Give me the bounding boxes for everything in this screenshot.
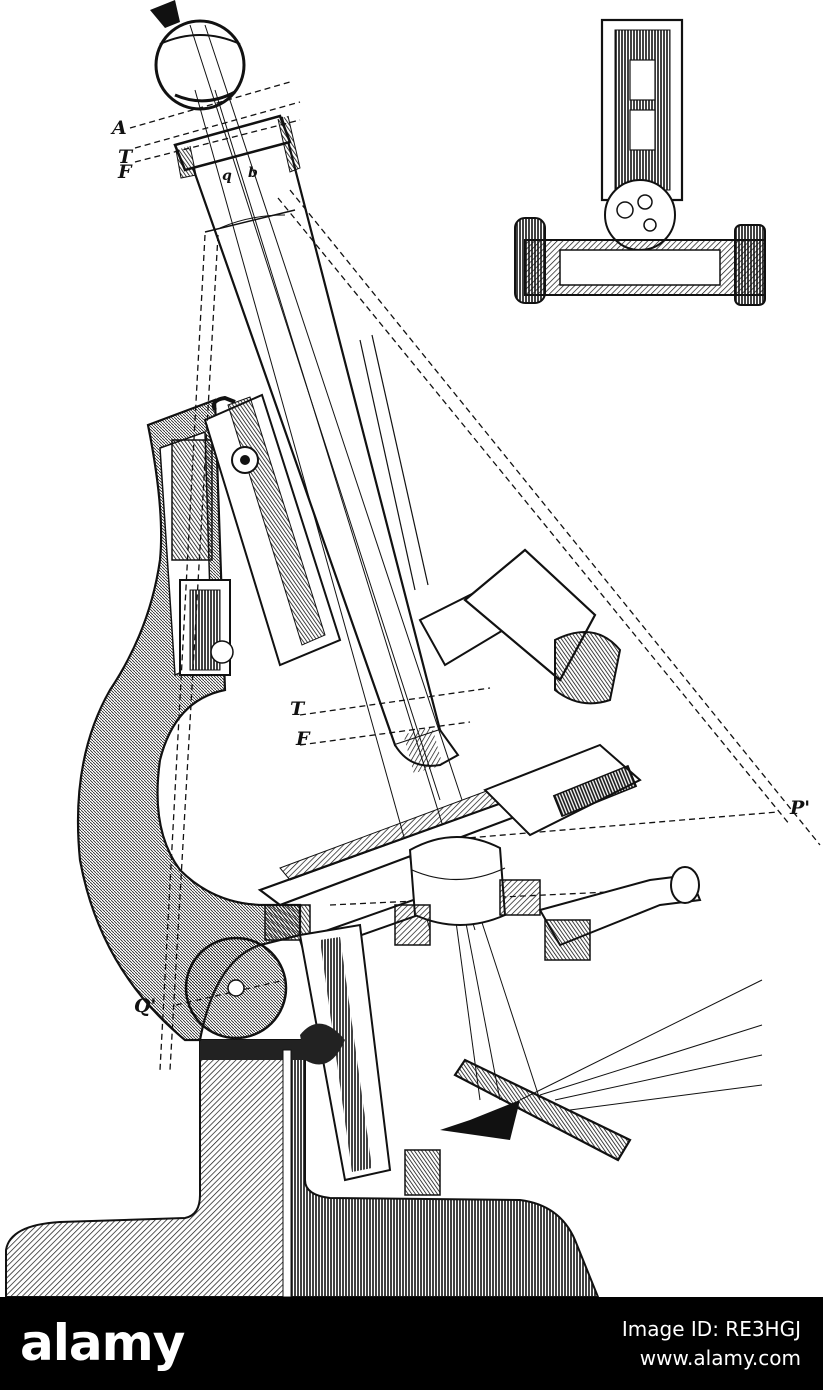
label-p: P': [789, 797, 810, 819]
coarse-adjustment-rack: [203, 393, 342, 667]
mechanical-stage-screw: [483, 743, 642, 837]
label-eyepiece-q: q: [222, 168, 232, 184]
label-a: A: [110, 117, 127, 139]
analyser-attachment: [418, 548, 622, 705]
image-id-text: Image ID: RE3HGJ: [621, 1317, 801, 1341]
observer-eye: [150, 0, 246, 111]
alamy-logo: alamy: [20, 1314, 185, 1372]
label-objective-f: F: [295, 728, 311, 750]
label-q: Q': [134, 995, 156, 1017]
mirror: [440, 1058, 632, 1162]
figure-labels: A T F q b T F P' Q': [110, 117, 810, 1017]
centring-screw: [538, 866, 702, 961]
inset-detail: [514, 18, 766, 306]
label-objective-t: T: [290, 698, 306, 720]
image-meta: Image ID: RE3HGJ www.alamy.com: [622, 1315, 801, 1373]
label-eyepiece-t: T: [118, 146, 134, 168]
microscope-foot: [5, 1039, 600, 1297]
site-url-text: www.alamy.com: [639, 1346, 801, 1370]
fine-adjustment: [184, 923, 441, 1196]
light-rays: [189, 24, 763, 1111]
stock-watermark-bar: alamy Image ID: RE3HGJ www.alamy.com: [0, 1297, 823, 1390]
microscope-engraving: A T F q b T F P' Q': [5, 0, 821, 1297]
label-eyepiece-f: F: [117, 161, 133, 183]
substage-condenser: [394, 836, 541, 946]
microscope-arm: [76, 398, 302, 1042]
label-eyepiece-b: b: [248, 165, 258, 181]
